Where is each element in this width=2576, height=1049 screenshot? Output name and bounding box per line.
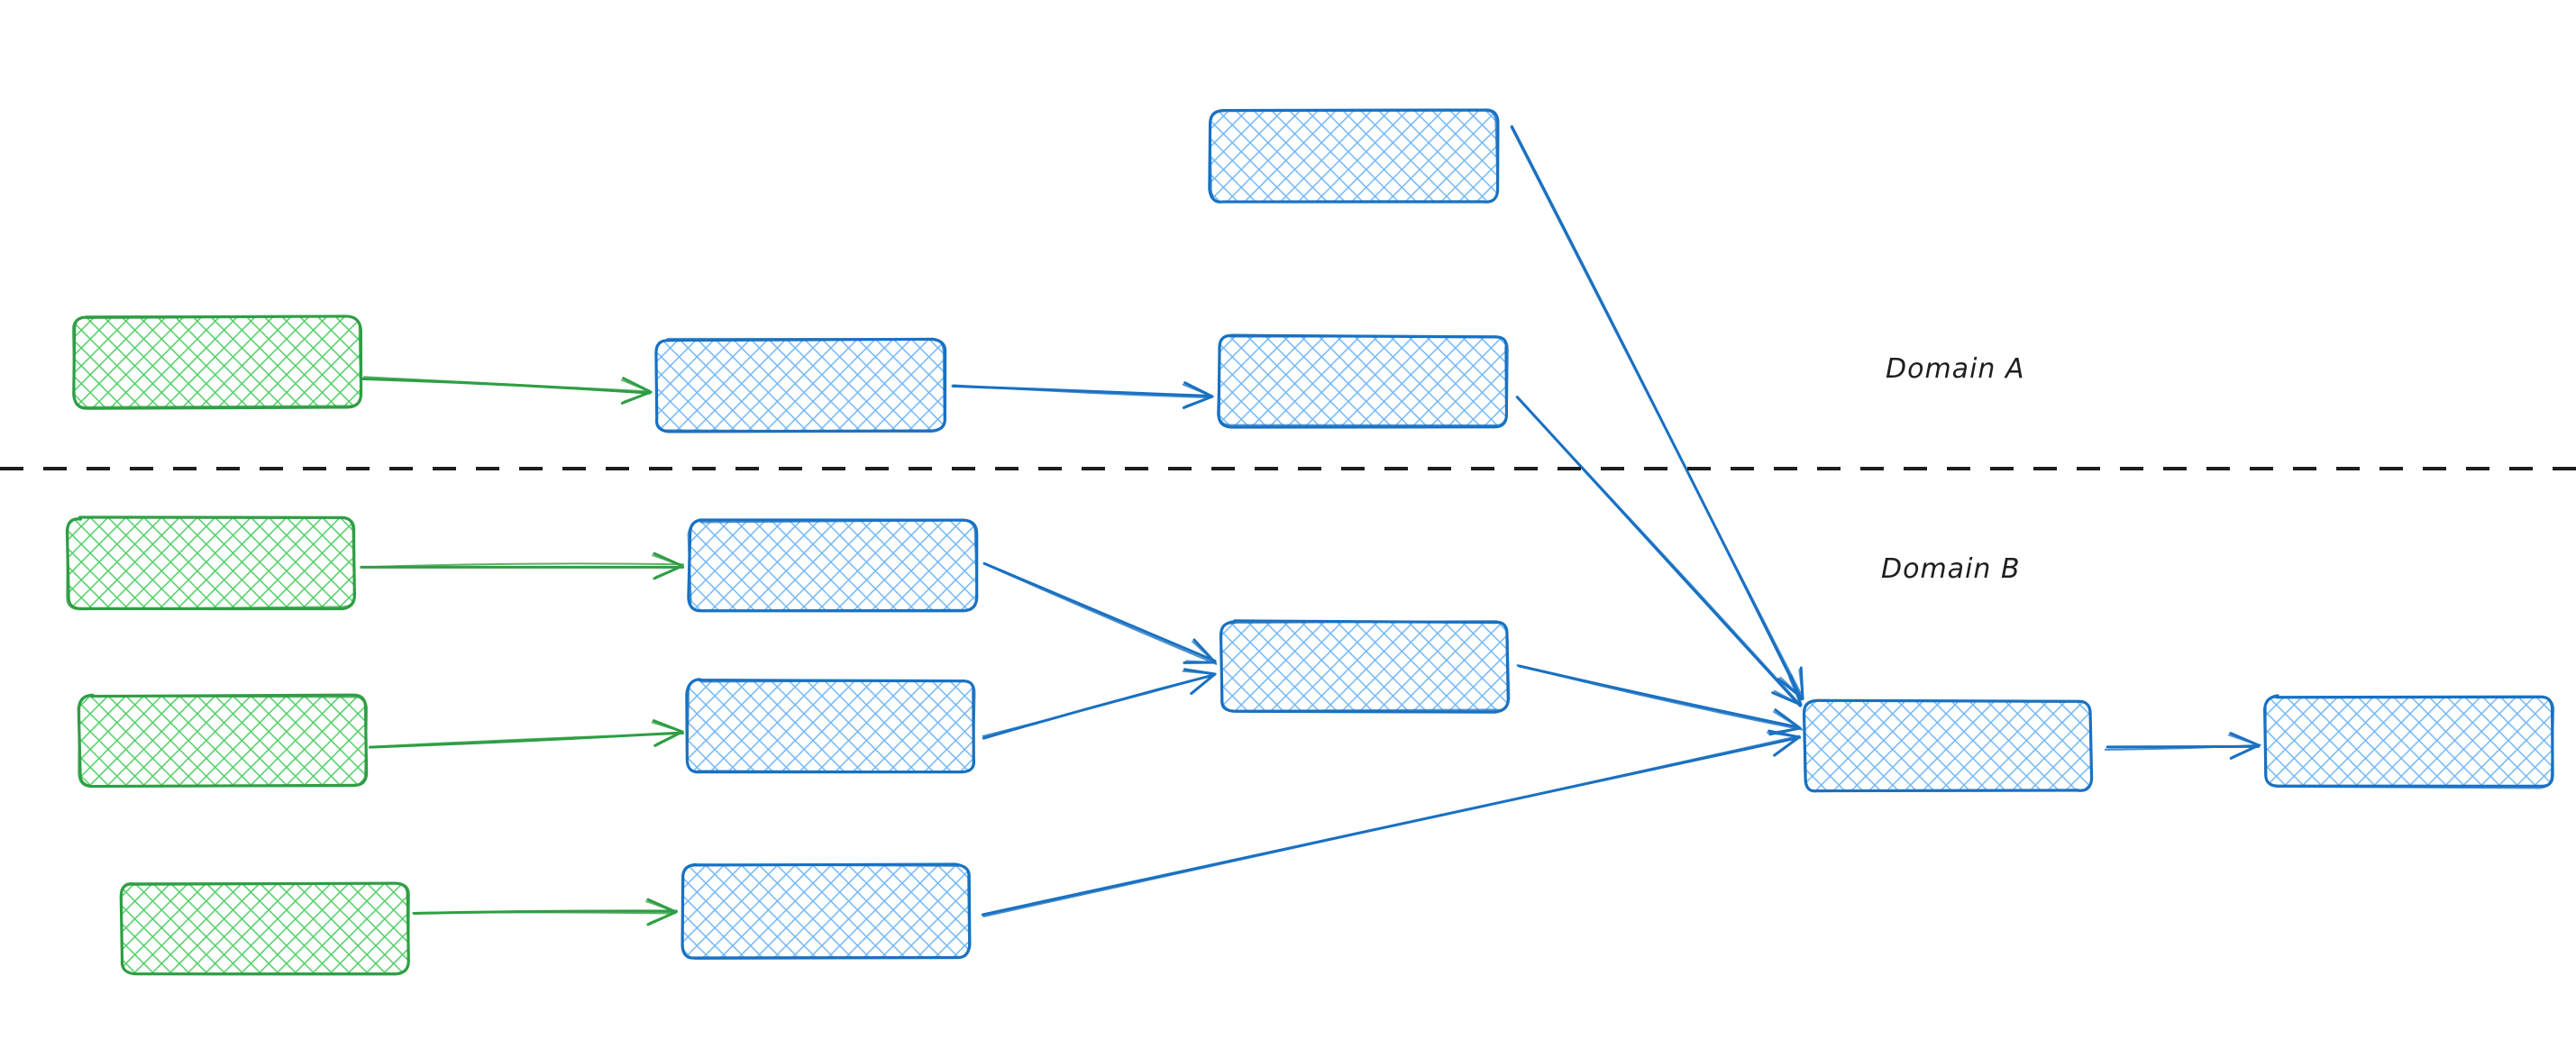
diagram-node[interactable] bbox=[1217, 333, 1509, 429]
diagram-node[interactable] bbox=[687, 518, 979, 613]
diagram-node[interactable] bbox=[685, 678, 976, 774]
diagram-edge bbox=[2104, 732, 2261, 760]
diagram-edge bbox=[360, 376, 653, 405]
diagram-edge bbox=[982, 561, 1218, 665]
diagram-node[interactable] bbox=[65, 515, 356, 611]
domain-label-domain-b: Domain B bbox=[1881, 553, 2021, 585]
diagram-edge bbox=[368, 719, 685, 749]
diagram-edge bbox=[981, 729, 1802, 917]
diagram-edge bbox=[951, 381, 1215, 409]
diagram-node[interactable] bbox=[119, 881, 410, 976]
diagram-node[interactable] bbox=[1219, 619, 1511, 714]
diagram-edge bbox=[982, 668, 1218, 740]
diagram-edge bbox=[1510, 124, 1804, 701]
diagram-node[interactable] bbox=[2263, 694, 2555, 789]
diagram-node[interactable] bbox=[681, 862, 972, 960]
edges-layer bbox=[360, 124, 2261, 926]
domain-label-domain-a: Domain A bbox=[1886, 353, 2025, 385]
diagram-edge bbox=[412, 898, 679, 926]
diagram-node[interactable] bbox=[1802, 698, 2094, 793]
diagram-edge bbox=[360, 552, 685, 580]
diagram-node[interactable] bbox=[1208, 108, 1500, 204]
nodes-layer bbox=[65, 108, 2555, 976]
diagram-node[interactable] bbox=[71, 315, 363, 410]
diagram-node[interactable] bbox=[654, 337, 947, 433]
diagram-node[interactable] bbox=[77, 693, 369, 789]
diagram-edge bbox=[1515, 396, 1803, 707]
diagram-edge bbox=[1516, 664, 1804, 736]
